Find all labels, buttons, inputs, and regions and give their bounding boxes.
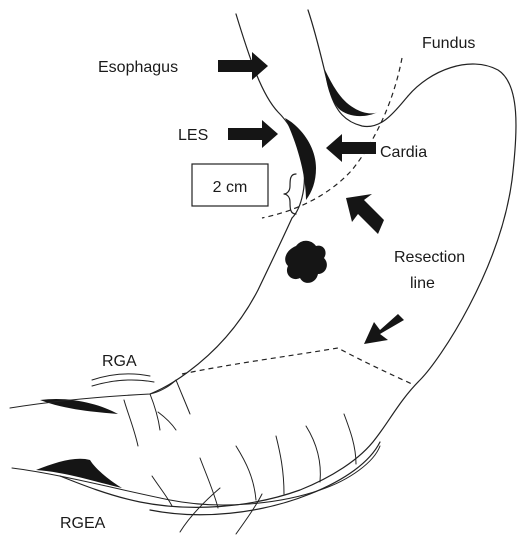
resection-line-label-1: Resection [394, 249, 465, 266]
fundus-label: Fundus [422, 35, 475, 52]
resection-arrow-upper [346, 194, 384, 234]
esophagus-label: Esophagus [98, 59, 178, 76]
tumor-lesion [285, 241, 327, 283]
esophagus-arrow [218, 52, 268, 80]
cardia-label: Cardia [380, 144, 427, 161]
rgea-label: RGEA [60, 515, 106, 532]
resection-arrow-lower [364, 314, 404, 344]
antrum-wedges [36, 399, 122, 488]
cardia-arrow [326, 134, 376, 162]
measurement-label: 2 cm [213, 179, 248, 196]
cardia-fold [325, 70, 378, 116]
les-arrow [228, 120, 278, 148]
stomach-outline [60, 64, 516, 515]
les-label: LES [178, 127, 208, 144]
rga-label: RGA [102, 353, 137, 370]
resection-line-label-2: line [410, 275, 435, 292]
